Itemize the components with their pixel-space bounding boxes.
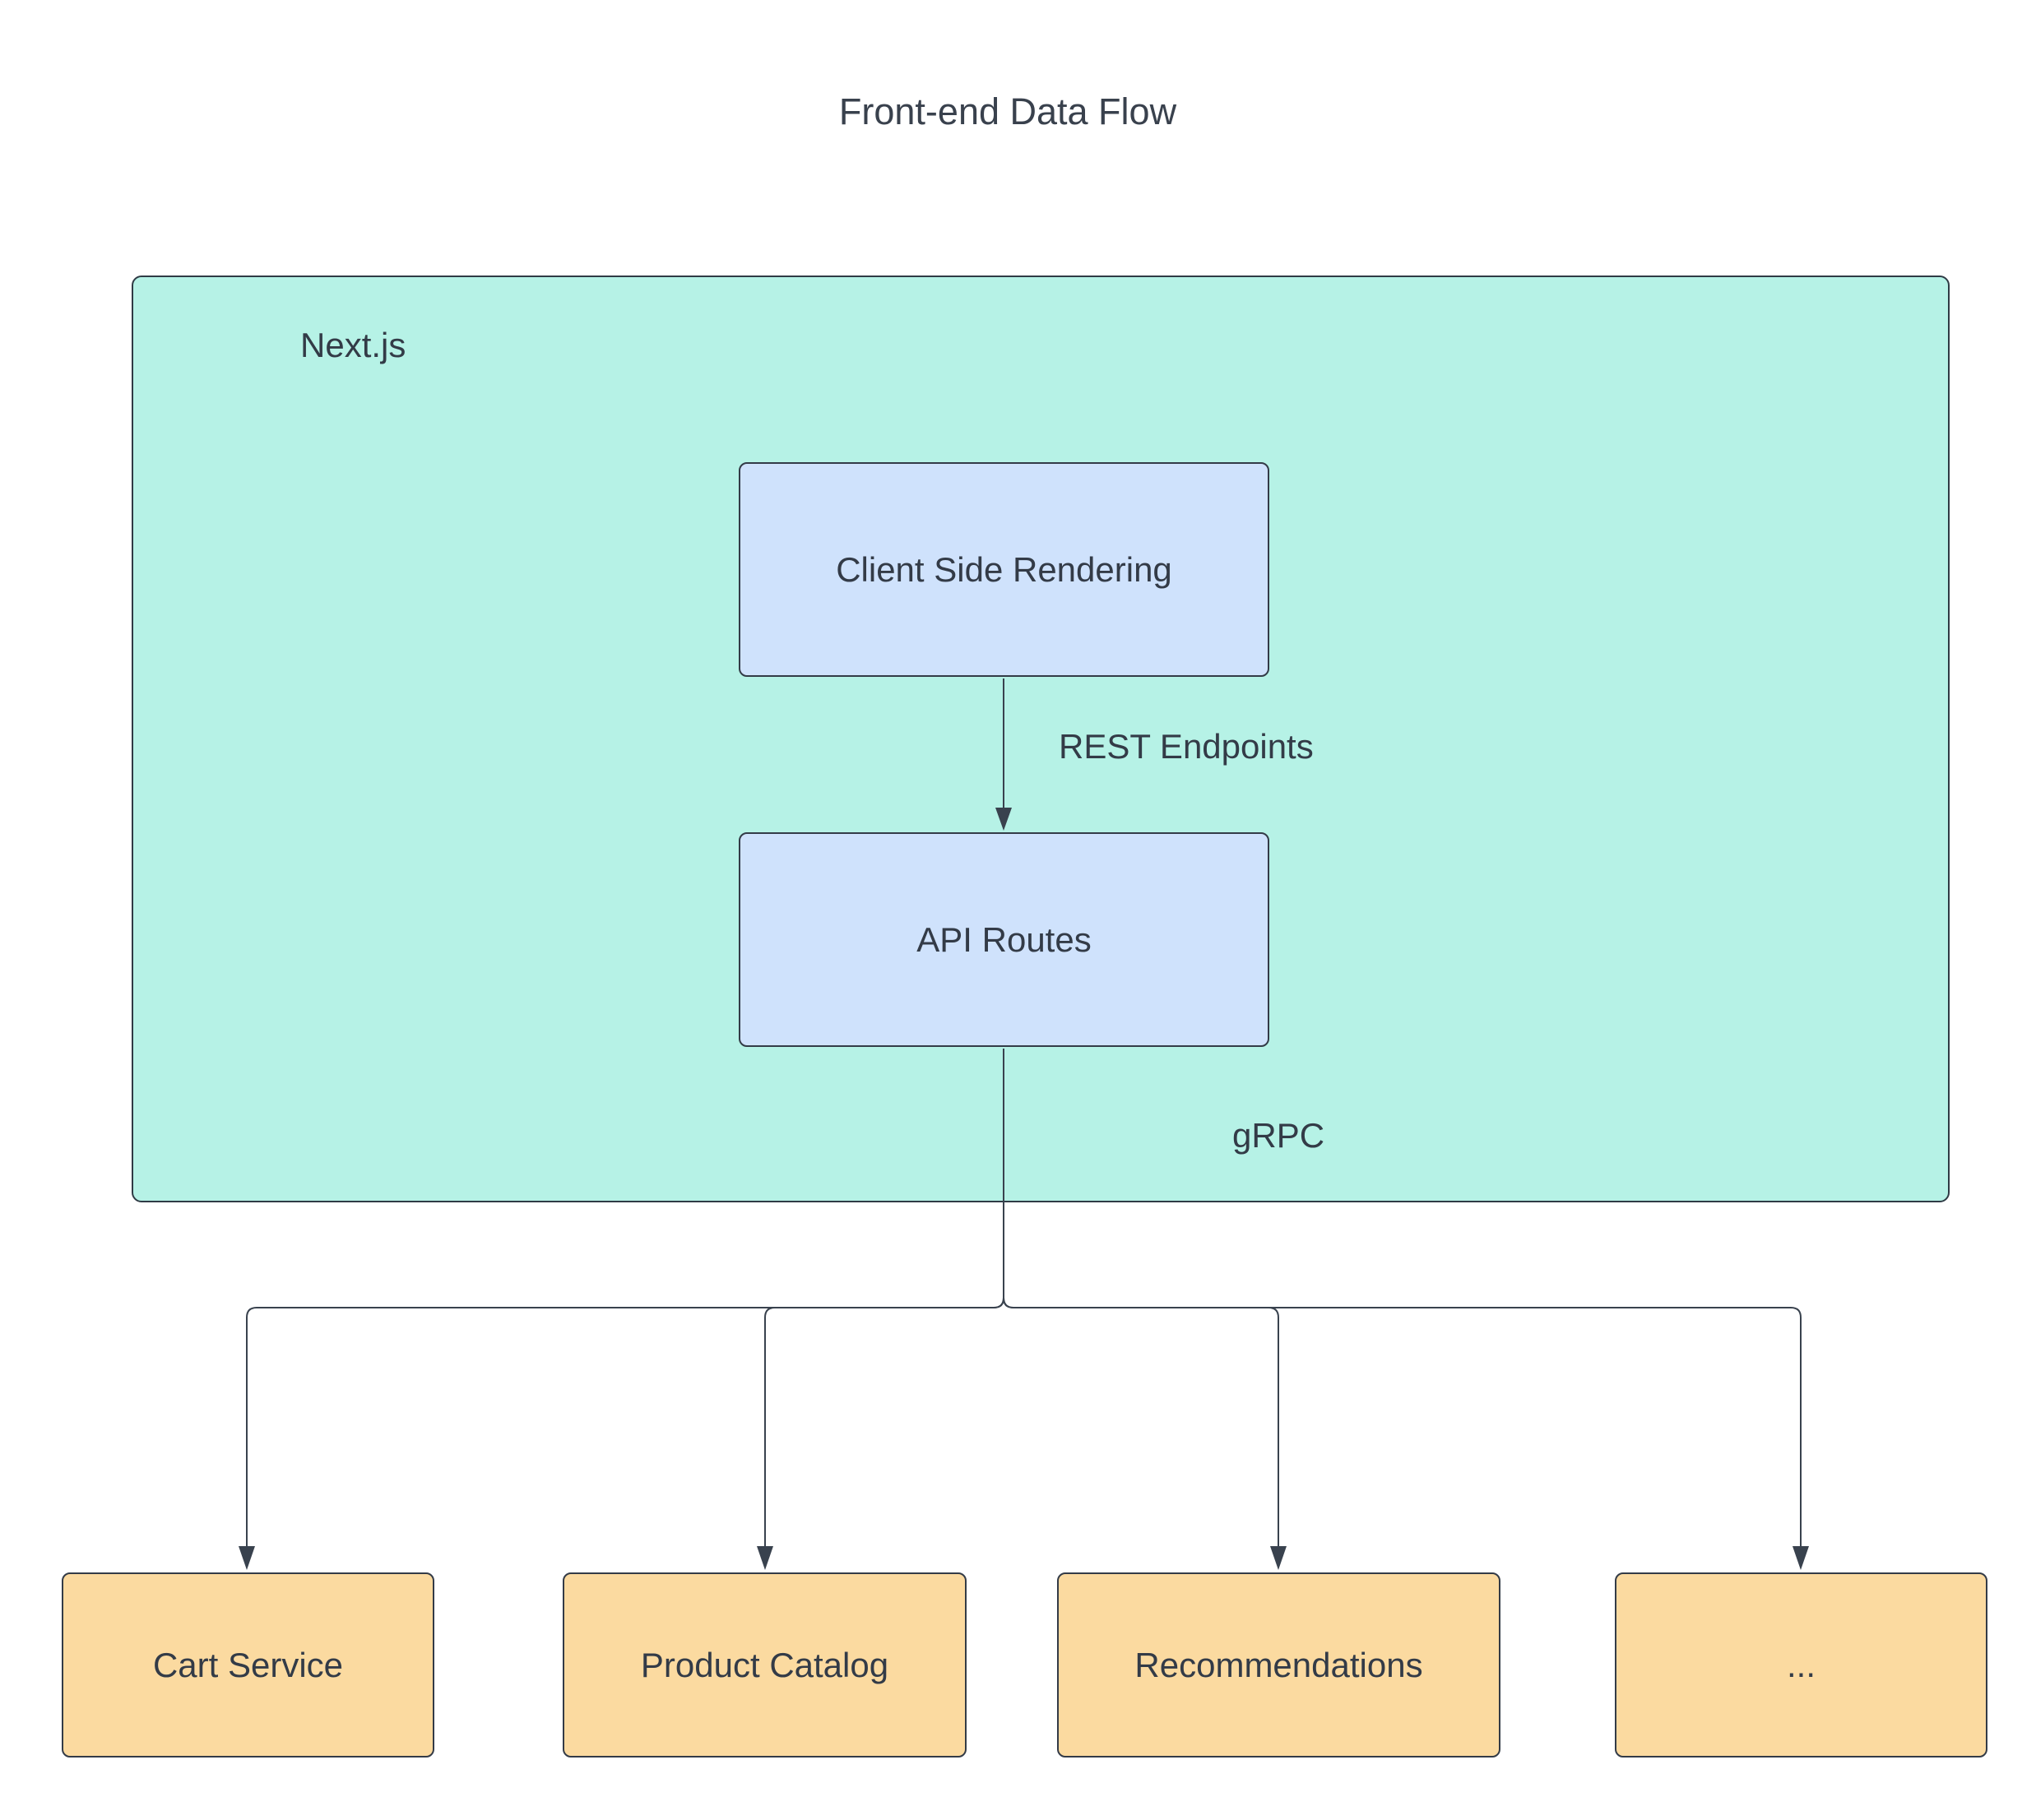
node-label: API Routes [916, 919, 1092, 959]
node-api-routes: API Routes [739, 832, 1269, 1047]
edge-api-to-cart [246, 1049, 1004, 1549]
node-label: Product Catalog [640, 1645, 889, 1684]
page-title: Front-end Data Flow [838, 90, 1177, 132]
edge-api-to-catalog [764, 1049, 1004, 1549]
node-cart-service: Cart Service [62, 1572, 434, 1757]
node-client-side-rendering: Client Side Rendering [739, 462, 1269, 677]
node-label: Client Side Rendering [836, 549, 1172, 589]
container-nextjs [132, 276, 1950, 1202]
arrowhead-catalog [757, 1546, 773, 1570]
arrowhead-cart [239, 1546, 255, 1570]
container-nextjs-label: Next.js [300, 326, 406, 364]
node-recommendations: Recommendations [1057, 1572, 1500, 1757]
node-more-services: ... [1615, 1572, 1987, 1757]
arrowhead-api [995, 808, 1012, 831]
node-product-catalog: Product Catalog [563, 1572, 967, 1757]
node-label: Recommendations [1134, 1645, 1423, 1684]
edge-label-grpc: gRPC [1232, 1116, 1325, 1155]
edge-api-to-more [1003, 1049, 1802, 1549]
arrowhead-more [1793, 1546, 1809, 1570]
edge-label-rest-endpoints: REST Endpoints [1059, 727, 1314, 766]
node-label: Cart Service [152, 1645, 344, 1684]
node-label: ... [1786, 1645, 1816, 1684]
arrowhead-recommendations [1270, 1546, 1287, 1570]
